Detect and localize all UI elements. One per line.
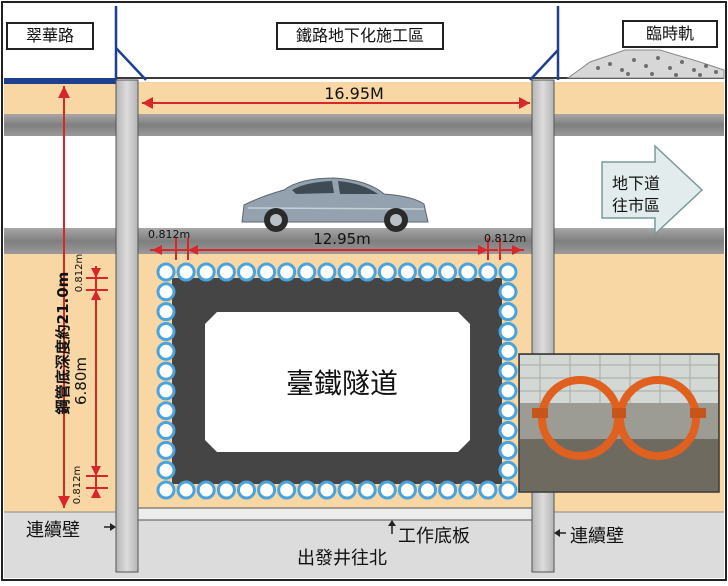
steel-pipe-circle: [458, 480, 478, 500]
diaphragm-wall-left: [115, 79, 139, 573]
tunnel-interior: [205, 312, 470, 452]
width-top-label: 16.95M: [324, 84, 384, 103]
height-mid-label: 6.80m: [72, 357, 90, 406]
work-slab: [137, 507, 533, 521]
left-street-text: 翠華路: [25, 26, 74, 45]
steel-pipe-circle: [498, 381, 518, 401]
steel-pipe-circle: [357, 480, 377, 500]
steel-pipe-circle: [498, 421, 518, 440]
steel-pipe-circle: [478, 480, 498, 500]
steel-pipe-circle: [438, 262, 458, 282]
steel-pipe-circle: [498, 460, 518, 480]
steel-pipe-circle: [397, 480, 417, 500]
steel-pipe-circle: [498, 480, 518, 500]
steel-pipe-circle: [237, 480, 256, 500]
brace-left: [115, 47, 147, 81]
steel-pipe-photo: [518, 353, 720, 493]
ballast-stones: [596, 56, 718, 77]
steel-pipe-circle: [176, 262, 196, 282]
steel-pipe-circle: [277, 480, 297, 500]
steel-pipe-circle: [156, 282, 176, 302]
offset-right-label: 0.812m: [484, 232, 527, 245]
wall-right-label: 連續壁: [570, 526, 624, 547]
steel-pipe-circle: [438, 480, 458, 500]
steel-pipe-circle: [317, 480, 337, 500]
work-zone-text: 鐵路地下化施工區: [295, 26, 424, 45]
offset-left-label: 0.812m: [148, 228, 191, 241]
gray-band-1: [4, 114, 724, 136]
launch-shaft-label: 出發井往北: [297, 548, 387, 569]
steel-pipe-circle: [498, 262, 518, 282]
temp-track-text: 臨時軌: [645, 24, 694, 43]
steel-pipe-circle: [156, 480, 176, 500]
steel-pipe-circle: [357, 262, 377, 282]
steel-pipe-circle: [156, 381, 176, 401]
steel-pipe-circle: [216, 480, 236, 500]
work-slab-label: 工作底板: [398, 526, 470, 547]
steel-pipe-circle: [317, 262, 337, 282]
work-zone-label: 鐵路地下化施工區: [276, 22, 444, 50]
steel-pipe-circle: [297, 262, 317, 282]
steel-pipe-circle: [216, 262, 236, 282]
steel-pipe-circle: [237, 262, 256, 282]
steel-pipe-circle: [418, 480, 437, 500]
pipe-roof-ring: [156, 262, 518, 500]
car-icon: [241, 177, 429, 232]
steel-pipe-circle: [156, 361, 176, 381]
steel-pipe-circle: [257, 262, 277, 282]
steel-pipe-circle: [498, 341, 518, 361]
steel-pipe-circle: [397, 262, 417, 282]
steel-pipe-circle: [156, 440, 176, 460]
steel-pipe-circle: [478, 262, 498, 282]
steel-pipe-circle: [156, 401, 176, 421]
steel-pipe-circle: [498, 440, 518, 460]
wall-left-label: 連續壁: [26, 520, 80, 541]
temp-track-label: 臨時軌: [622, 20, 718, 48]
depth-label: 鋼管底深度約21.0m: [54, 271, 72, 415]
diaphragm-wall-right: [531, 79, 555, 573]
steel-pipe-circle: [156, 302, 176, 322]
steel-pipe-circle: [196, 480, 216, 500]
steel-pipe-circle: [277, 262, 297, 282]
vert-top-small-label: 0.812m: [74, 253, 85, 293]
steel-pipe-circle: [156, 341, 176, 361]
steel-pipe-circle: [377, 262, 397, 282]
steel-pipe-circle: [156, 322, 176, 341]
underpass-line2: 往市區: [612, 196, 661, 215]
vert-bottom-small-label: 0.812m: [72, 465, 83, 505]
steel-pipe-circle: [377, 480, 397, 500]
steel-pipe-circle: [498, 302, 518, 322]
steel-pipe-circle: [458, 262, 478, 282]
steel-pipe-circle: [156, 421, 176, 440]
underpass-line1: 地下道: [612, 174, 661, 193]
tunnel-label: 臺鐵隧道: [285, 367, 398, 400]
steel-pipe-circle: [337, 480, 357, 500]
brace-right: [529, 49, 559, 81]
steel-pipe-circle: [257, 480, 277, 500]
steel-pipe-circle: [498, 282, 518, 302]
steel-pipe-circle: [196, 262, 216, 282]
steel-pipe-circle: [498, 361, 518, 381]
steel-pipe-circle: [176, 480, 196, 500]
width-inner-label: 12.95m: [313, 230, 371, 248]
underpass-arrow-icon: [601, 144, 704, 236]
steel-pipe-circle: [156, 262, 176, 282]
steel-pipe-circle: [418, 262, 437, 282]
steel-pipe-circle: [337, 262, 357, 282]
steel-pipe-circle: [498, 322, 518, 341]
steel-pipe-circle: [297, 480, 317, 500]
road-surface-left: [4, 78, 116, 84]
steel-pipe-circle: [498, 401, 518, 421]
left-street-label: 翠華路: [6, 22, 94, 50]
steel-pipe-circle: [156, 460, 176, 480]
